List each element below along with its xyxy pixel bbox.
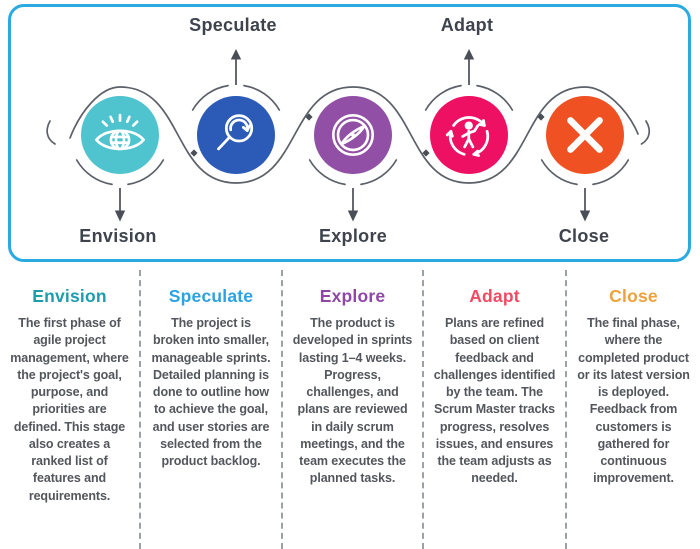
stage-label-speculate: Speculate	[189, 15, 277, 35]
description-column-adapt: Adapt Plans are refined based on client …	[424, 270, 567, 549]
stage-label-adapt: Adapt	[440, 15, 494, 35]
stage-circle-explore	[314, 96, 392, 174]
description-column-speculate: Speculate The project is broken into sma…	[141, 270, 283, 549]
stage-circle-adapt	[430, 96, 508, 174]
wave-dot	[422, 149, 430, 157]
stage-label-close: Close	[558, 226, 610, 246]
column-text: The project is broken into smaller, mana…	[151, 316, 271, 468]
column-title: Envision	[32, 286, 107, 306]
under-arc-close	[540, 159, 630, 186]
arrow-head-adapt	[463, 49, 475, 60]
magnifier-arrow-icon	[217, 114, 254, 151]
wave-end-right	[640, 120, 651, 145]
description-column-close: Close The final phase, where the complet…	[567, 270, 700, 549]
column-title: Adapt	[469, 286, 520, 306]
wave-line	[69, 86, 639, 184]
wave-dot	[305, 113, 313, 121]
over-arc-speculate	[191, 84, 281, 111]
wave-dot	[190, 149, 198, 157]
column-text: Plans are refined based on client feedba…	[433, 316, 556, 486]
under-arc-explore	[308, 159, 398, 186]
stage-circle-close	[546, 96, 624, 174]
under-arc-envision	[75, 159, 165, 186]
wave-dot	[537, 113, 545, 121]
wave-flow-graphic	[46, 49, 651, 222]
wave-end-left	[46, 120, 56, 145]
column-text: The first phase of agile project managem…	[10, 316, 129, 503]
compass-icon	[331, 113, 375, 157]
column-title: Explore	[319, 286, 386, 306]
over-arc-adapt	[424, 84, 514, 111]
column-text: The product is developed in sprints last…	[292, 316, 413, 486]
stage-label-envision: Envision	[79, 226, 157, 246]
arrow-head-speculate	[230, 49, 242, 60]
arrow-head-explore	[347, 210, 359, 222]
arrow-head-envision	[114, 210, 126, 222]
cross-icon	[567, 117, 603, 153]
description-column-envision: Envision The first phase of agile projec…	[0, 270, 141, 549]
column-title: Close	[609, 286, 658, 306]
phase-descriptions: Envision The first phase of agile projec…	[0, 270, 700, 549]
stage-circle-speculate	[197, 96, 275, 174]
description-column-explore: Explore The product is developed in spri…	[283, 270, 424, 549]
person-cycle-icon	[445, 116, 490, 157]
column-text: The final phase, where the completed pro…	[577, 316, 690, 486]
column-title: Speculate	[168, 286, 254, 306]
stage-label-explore: Explore	[318, 226, 388, 246]
eye-globe-icon	[94, 113, 146, 151]
stage-circle-envision	[81, 96, 159, 174]
arrow-head-close	[579, 210, 591, 222]
